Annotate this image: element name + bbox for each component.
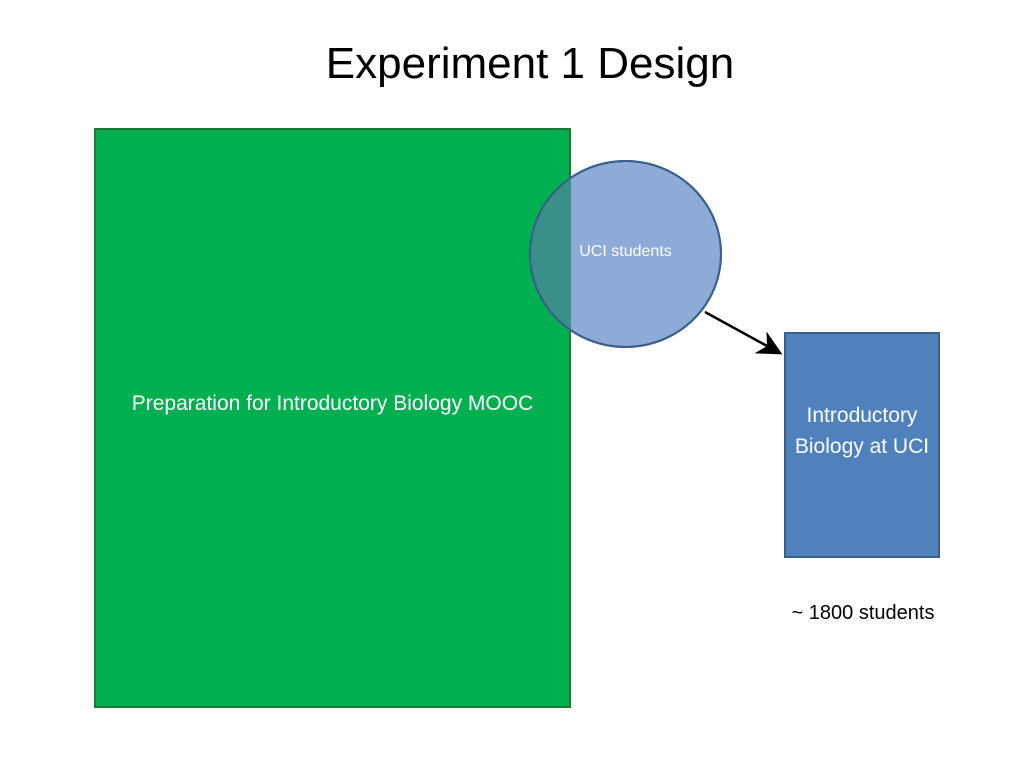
intro-biology-box bbox=[784, 332, 940, 558]
intro-biology-label: Introductory Biology at UCI bbox=[794, 404, 930, 458]
uci-students-label: UCI students bbox=[579, 243, 672, 260]
enrollment-count-label: ~ 1800 students bbox=[791, 602, 935, 624]
arrow-to-intro-biology bbox=[704, 310, 783, 355]
mooc-label: Preparation for Introductory Biology MOO… bbox=[131, 392, 534, 415]
slide-title: Experiment 1 Design bbox=[325, 39, 735, 88]
mooc-box bbox=[94, 128, 571, 708]
